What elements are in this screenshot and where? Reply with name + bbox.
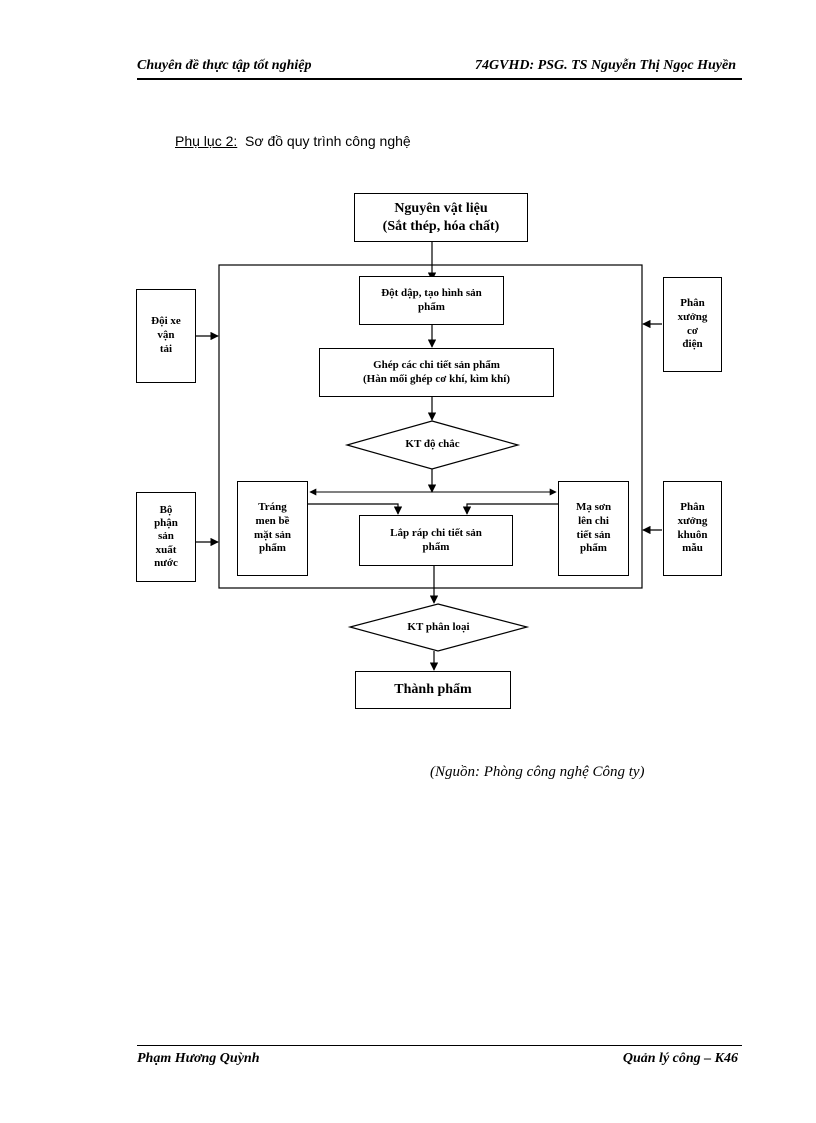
footer-class: Quản lý công – K46 xyxy=(622,1051,738,1066)
diamond-check-sort xyxy=(347,603,530,652)
diamond-check-strength xyxy=(344,420,521,470)
box-water-production: Bộ phận sản xuất nước xyxy=(136,492,196,582)
box-enamel: Tráng men bề mặt sản phẩm xyxy=(237,481,308,576)
box-mould-workshop: Phân xưởng khuôn mẫu xyxy=(663,481,722,576)
caption-title: Sơ đồ quy trình công nghệ xyxy=(245,133,411,149)
footer-author: Phạm Hương Quỳnh xyxy=(137,1051,260,1066)
label-check-strength: KT độ chắc xyxy=(405,438,460,450)
label-check-sort: KT phân loại xyxy=(407,621,470,633)
source-note: (Nguồn: Phòng công nghệ Công ty) xyxy=(430,764,645,780)
arrow-enamel-to-assembly xyxy=(308,503,403,515)
box-joining: Ghép các chi tiết sản phẩm (Hàn mối ghép… xyxy=(319,348,554,397)
box-transport-team: Đội xe vận tải xyxy=(136,289,196,383)
header-rule xyxy=(137,78,742,80)
arrow-plating-to-assembly xyxy=(462,503,558,515)
box-finished: Thành phẩm xyxy=(355,671,511,709)
box-raw-material: Nguyên vật liệu (Sắt thép, hóa chất) xyxy=(354,193,528,242)
process-boundary xyxy=(218,264,643,589)
header-advisor: 74GVHD: PSG. TS Nguyễn Thị Ngọc Huyền xyxy=(475,58,736,74)
figure-caption: Phụ lục 2: Sơ đồ quy trình công nghệ xyxy=(175,133,411,149)
box-stamping: Đột dập, tạo hình sản phẩm xyxy=(359,276,504,325)
page-number: 74 xyxy=(475,58,490,73)
header-thesis-title: Chuyên đề thực tập tốt nghiệp xyxy=(137,58,312,73)
box-electro-mechanical: Phân xưởng cơ điện xyxy=(663,277,722,372)
box-plating: Mạ sơn lên chi tiết sản phẩm xyxy=(558,481,629,576)
caption-label: Phụ lục 2: xyxy=(175,133,238,149)
footer-rule xyxy=(137,1045,742,1046)
advisor-name: GVHD: PSG. TS Nguyễn Thị Ngọc Huyền xyxy=(489,58,736,73)
box-assembly: Lắp ráp chi tiết sản phẩm xyxy=(359,515,513,566)
